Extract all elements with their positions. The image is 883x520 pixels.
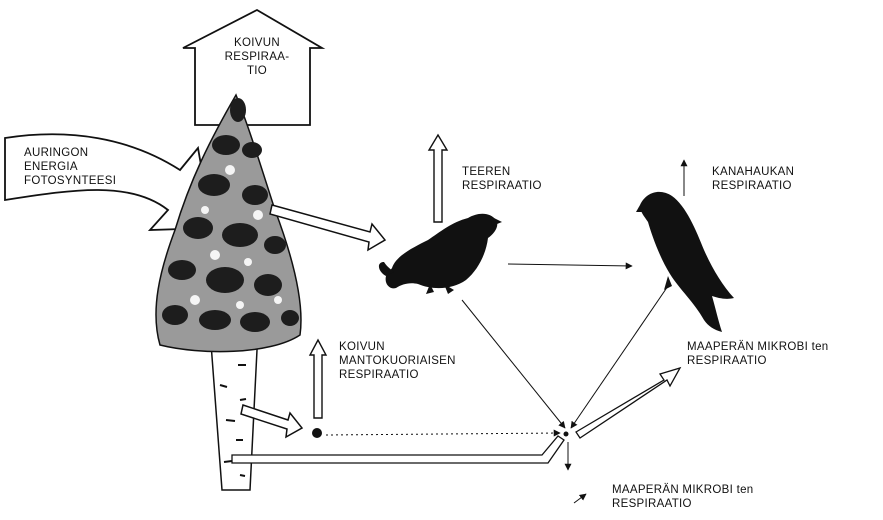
birch-respiration-label: KOIVUN RESPIRAA- TIO <box>222 36 292 78</box>
solar-energy-label: AURINGON ENERGIA FOTOSYNTEESI <box>24 146 116 188</box>
tree-to-soil-arrow <box>232 436 564 463</box>
soil-node <box>564 432 569 437</box>
soil-to-microbe-arrow <box>576 368 680 438</box>
soil-microbe-respiration-upper-label: MAAPERÄN MIKROBI ten RESPIRAATIO <box>687 340 828 368</box>
grouse-to-soil-line <box>462 300 565 428</box>
grouse-respiration-label: TEEREN RESPIRAATIO <box>462 165 542 193</box>
beetle-respiration-arrow <box>310 340 326 418</box>
bark-beetle-dot <box>312 428 322 438</box>
black-grouse-silhouette <box>379 214 502 294</box>
lower-microbe-pointer <box>574 494 586 503</box>
beetle-to-soil-line <box>326 433 560 435</box>
beetle-respiration-label: KOIVUN MANTOKUORIAISEN RESPIRAATIO <box>339 340 456 382</box>
grouse-respiration-arrow <box>429 135 447 222</box>
birch-tree-illustration <box>156 95 301 490</box>
soil-microbe-respiration-lower-label: MAAPERÄN MIKROBI ten RESPIRAATIO <box>612 483 753 511</box>
grouse-to-goshawk-line <box>508 264 632 266</box>
goshawk-respiration-label: KANAHAUKAN RESPIRAATIO <box>712 165 794 193</box>
